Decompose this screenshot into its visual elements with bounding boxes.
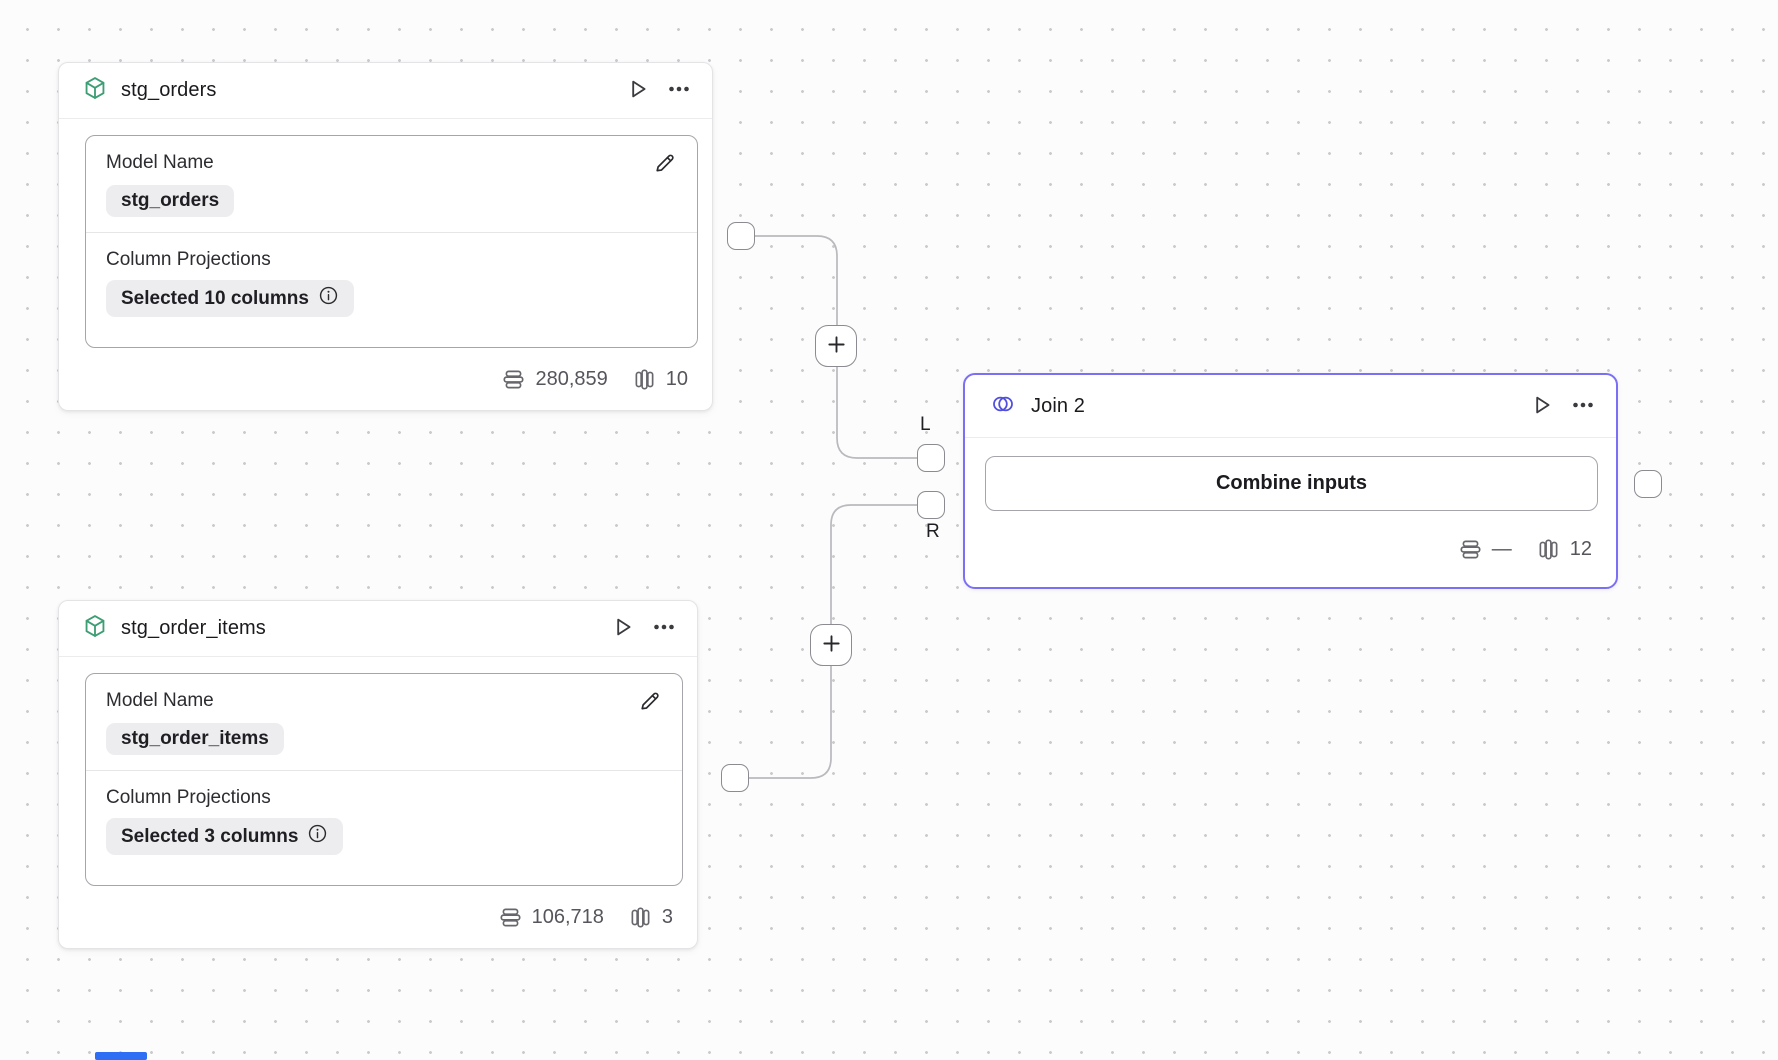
edit-model-name-button[interactable] <box>652 150 677 178</box>
rows-icon <box>501 367 526 392</box>
node-title: stg_order_items <box>121 617 266 639</box>
node-config-panel: Model Name stg_order_items Column Projec… <box>85 673 683 886</box>
columns-icon <box>632 367 657 392</box>
info-icon[interactable] <box>307 823 328 850</box>
cube-icon <box>82 75 108 106</box>
pencil-icon <box>637 688 662 716</box>
node-stg-order-items[interactable]: stg_order_items Model Name <box>58 600 698 949</box>
column-count: 3 <box>661 905 673 928</box>
run-node-button[interactable] <box>1528 392 1554 421</box>
ellipsis-icon <box>667 77 691 104</box>
port-stg-order-items-output[interactable] <box>721 764 749 792</box>
combine-inputs-button[interactable]: Combine inputs <box>985 456 1598 511</box>
model-name-value-pill[interactable]: stg_order_items <box>106 723 284 755</box>
node-join-2[interactable]: Join 2 Combine inputs <box>963 373 1618 589</box>
column-projections-pill[interactable]: Selected 3 columns <box>106 818 344 855</box>
model-name-label: Model Name <box>106 690 214 711</box>
add-step-on-wire-top-button[interactable] <box>815 325 857 367</box>
column-count: 12 <box>1569 537 1592 560</box>
node-stg-orders[interactable]: stg_orders Model Name <box>58 62 713 411</box>
panel-divider <box>86 770 682 771</box>
row-count: 106,718 <box>531 905 604 928</box>
node-stats-footer: 106,718 3 <box>59 886 697 948</box>
venn-circles-icon <box>988 392 1018 421</box>
node-config-panel: Model Name stg_orders Column Projections <box>85 135 698 348</box>
panel-divider <box>86 232 697 233</box>
node-title: Join 2 <box>1031 394 1085 417</box>
ellipsis-icon <box>652 615 676 642</box>
port-join-left-input[interactable] <box>917 444 945 472</box>
add-step-on-wire-bottom-button[interactable] <box>810 624 852 666</box>
node-header: stg_orders <box>59 63 712 119</box>
row-count: — <box>1491 537 1512 560</box>
columns-icon <box>1536 537 1561 562</box>
column-projections-label: Column Projections <box>106 249 271 270</box>
play-icon <box>609 614 635 643</box>
run-node-button[interactable] <box>609 614 635 643</box>
node-header: Join 2 <box>965 375 1616 438</box>
node-stats-footer: — 12 <box>965 511 1616 587</box>
model-name-value: stg_order_items <box>121 728 269 749</box>
node-menu-button[interactable] <box>667 77 691 104</box>
column-projections-value: Selected 10 columns <box>121 287 309 309</box>
left-port-label: L <box>920 414 931 435</box>
node-menu-button[interactable] <box>652 615 676 642</box>
rows-icon <box>498 905 523 930</box>
column-count: 10 <box>665 367 688 390</box>
column-projections-value: Selected 3 columns <box>121 825 299 847</box>
column-projections-pill[interactable]: Selected 10 columns <box>106 280 354 317</box>
port-join-output[interactable] <box>1634 470 1662 498</box>
port-join-right-input[interactable] <box>917 491 945 519</box>
play-icon <box>1528 392 1554 421</box>
play-icon <box>624 76 650 105</box>
node-header: stg_order_items <box>59 601 697 657</box>
model-name-value-pill[interactable]: stg_orders <box>106 185 235 217</box>
ellipsis-icon <box>1571 393 1595 420</box>
info-icon[interactable] <box>318 285 339 312</box>
cube-icon <box>82 613 108 644</box>
node-title: stg_orders <box>121 79 217 101</box>
pencil-icon <box>652 150 677 178</box>
node-stats-footer: 280,859 10 <box>59 348 712 410</box>
port-stg-orders-output[interactable] <box>727 222 755 250</box>
column-projections-label: Column Projections <box>106 787 271 808</box>
right-port-label: R <box>926 521 940 542</box>
rows-icon <box>1458 537 1483 562</box>
edit-model-name-button[interactable] <box>637 688 662 716</box>
plus-icon <box>821 633 842 657</box>
columns-icon <box>628 905 653 930</box>
plus-icon <box>826 334 847 358</box>
node-menu-button[interactable] <box>1571 393 1595 420</box>
run-node-button[interactable] <box>624 76 650 105</box>
horizontal-scrollbar-thumb[interactable] <box>95 1052 147 1060</box>
model-name-value: stg_orders <box>121 190 220 211</box>
model-name-label: Model Name <box>106 152 214 173</box>
row-count: 280,859 <box>535 367 608 390</box>
